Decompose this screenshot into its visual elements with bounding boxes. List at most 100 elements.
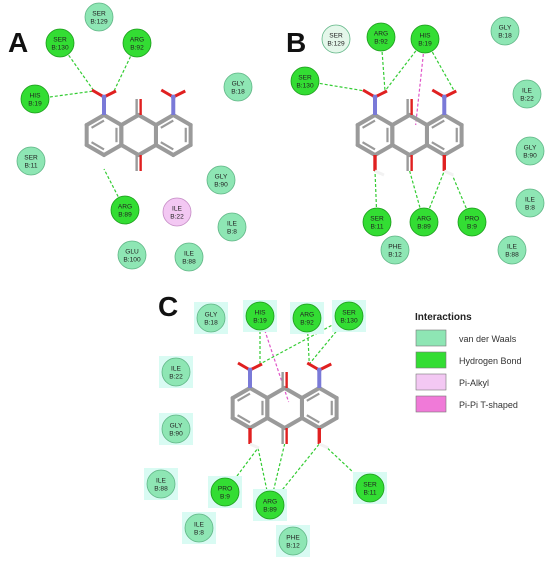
- residue-disc: [174, 242, 204, 272]
- residue-name: SER: [24, 155, 38, 162]
- residue-name: GLY: [232, 81, 245, 88]
- residue-disc: [122, 28, 152, 58]
- aromatic-bond: [431, 119, 445, 129]
- ring-bond: [119, 143, 141, 157]
- residue-disc: [515, 188, 545, 218]
- legend-swatch-vdw: [415, 329, 447, 347]
- residue-disc: [409, 207, 439, 237]
- aromatic-bond: [90, 119, 105, 129]
- aromatic-bond: [160, 119, 174, 129]
- hydroxyl-h: [318, 442, 329, 450]
- residue-chain: B:22: [169, 374, 183, 381]
- residue-disc: [110, 195, 140, 225]
- ring-bond: [407, 113, 429, 127]
- residue-chain: B:12: [388, 252, 402, 259]
- ring-bond: [317, 416, 339, 430]
- nitrogen-atom: [101, 94, 107, 100]
- ring-bond: [317, 386, 339, 400]
- residue-disc: [490, 16, 520, 46]
- ring-bond: [373, 113, 395, 127]
- ligand-molecules-layer: [84, 88, 464, 450]
- residue-chain: B:19: [418, 41, 432, 48]
- residue-name: GLY: [215, 174, 228, 181]
- residue-disc: [16, 146, 46, 176]
- residue-chain: B:9: [220, 494, 230, 501]
- residue-chain: B:18: [498, 33, 512, 40]
- residue-disc: [290, 66, 320, 96]
- hbond-line: [374, 170, 378, 223]
- residue-nodes-layer: SERB:129SERB:130ARGB:92HISB:19GLYB:18SER…: [16, 2, 545, 557]
- residue-name: HIS: [420, 33, 432, 40]
- residue-name: ARG: [118, 204, 132, 211]
- hbond-line: [423, 170, 445, 223]
- residue-name: ARG: [374, 31, 388, 38]
- ring-bond: [248, 416, 270, 430]
- legend-label-vdw: van der Waals: [459, 334, 517, 344]
- ring-bond: [265, 386, 287, 400]
- residue-disc: [146, 469, 176, 499]
- residue-disc: [161, 414, 191, 444]
- aromatic-bond: [361, 141, 376, 151]
- legend-swatch-pialkyl: [415, 373, 447, 391]
- panel-label-a: A: [8, 27, 28, 58]
- ligand-molecule-c: [230, 361, 339, 450]
- hydroxyl-h: [249, 442, 260, 450]
- aromatic-bond: [306, 392, 320, 402]
- residue-name: PRO: [465, 216, 479, 223]
- residue-name: HIS: [30, 93, 42, 100]
- ring-bond: [442, 143, 464, 157]
- residue-name: ILE: [227, 221, 237, 228]
- residue-name: SER: [363, 482, 377, 489]
- residue-chain: B:11: [363, 490, 376, 497]
- pi-line: [415, 38, 426, 126]
- nitrogen-atom: [372, 94, 378, 100]
- hbond-line: [113, 42, 138, 92]
- legend-label-pialkyl: Pi-Alkyl: [459, 378, 489, 388]
- residue-disc: [20, 84, 50, 114]
- residue-name: GLY: [524, 145, 537, 152]
- residue-chain: B:88: [182, 259, 196, 266]
- residue-chain: B:8: [525, 205, 535, 212]
- ring-bond: [248, 386, 270, 400]
- ring-bond: [355, 113, 377, 127]
- residue-disc: [515, 136, 545, 166]
- residue-chain: B:8: [227, 229, 237, 236]
- residue-chain: B:89: [263, 507, 277, 514]
- residue-chain: B:18: [204, 320, 218, 327]
- residue-disc: [334, 301, 364, 331]
- ring-bond: [230, 386, 252, 400]
- legend: Interactions van der Waals Hydrogen Bond…: [415, 312, 522, 413]
- residue-chain: B:22: [170, 214, 184, 221]
- residue-disc: [223, 72, 253, 102]
- residue-disc: [292, 303, 322, 333]
- ring-bond: [102, 143, 124, 157]
- residue-chain: B:88: [154, 486, 168, 493]
- residue-chain: B:9: [467, 224, 477, 231]
- residue-disc: [410, 24, 440, 54]
- ring-bond: [84, 143, 106, 157]
- ring-bond: [407, 143, 429, 157]
- residue-name: GLY: [170, 423, 183, 430]
